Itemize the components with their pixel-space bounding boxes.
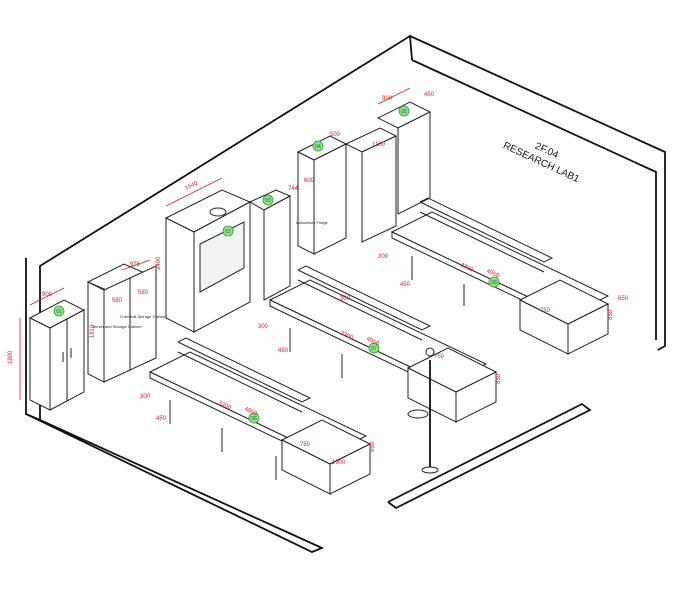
dim-sink-front-height: 850 xyxy=(370,441,376,452)
dim-bench-back-end: 450 xyxy=(400,282,411,288)
fridge-label: Laboratory Fridge xyxy=(296,220,328,225)
dim-sink-back-width: 750 xyxy=(540,308,551,314)
dim-bench-front-length: 3300 xyxy=(217,400,232,411)
shelf-units: Bench and Storage Cabinet Chemical Stora… xyxy=(86,259,168,383)
dim-sink-middle-width: 750 xyxy=(434,354,445,360)
dim-cab-left-height: 1800 xyxy=(8,350,14,364)
dim-bench-middle-depth: 300 xyxy=(258,324,269,330)
dim-shelf-b-width: 580 xyxy=(138,290,149,296)
right-tall-cabinet: 05 900 450 xyxy=(376,87,435,215)
tag-cabinet-left: 01 xyxy=(56,309,62,315)
tag-bench-front: 06 xyxy=(251,416,257,422)
dim-tall-cab-depth: 600 xyxy=(304,178,315,184)
tag-fridge: 04 xyxy=(315,144,321,150)
bench-front: 06 300 3300 4050 450 750 1900 850 xyxy=(140,337,376,495)
tag-cabinet-right: 05 xyxy=(401,109,407,115)
left-tall-cabinet: 01 900 1800 xyxy=(8,287,86,411)
dim-bench-front-end: 450 xyxy=(156,416,167,422)
dim-sink-back-height: 850 xyxy=(608,309,614,320)
dim-shelf-a-width: 580 xyxy=(112,298,123,304)
dim-cab-left-width: 900 xyxy=(42,292,53,298)
dim-sink-front-length: 1900 xyxy=(332,460,346,466)
dim-shelf-height: 1810 xyxy=(90,324,96,338)
dim-hood-width: 1540 xyxy=(184,180,199,192)
tag-bench-back: 08 xyxy=(491,280,497,286)
fume-hood: 02 1540 2400 xyxy=(156,177,252,333)
bench-legs xyxy=(169,256,465,480)
tag-fume-hood: 02 xyxy=(225,229,231,235)
room-label: 2F.04 RESEARCH LAB1 xyxy=(501,140,581,185)
dim-cab-right-depth: 450 xyxy=(424,92,435,98)
dim-bench-middle-length: 3300 xyxy=(339,330,354,341)
dim-bench-middle-total: 4050 xyxy=(365,336,380,347)
dim-bench-middle-end: 450 xyxy=(278,348,289,354)
dim-sink-front-width: 750 xyxy=(300,442,311,448)
dim-cab-right-width: 900 xyxy=(382,96,393,102)
dim-shelf-depth: 650 xyxy=(618,296,629,302)
dim-bench-front-total: 4050 xyxy=(243,406,258,417)
dim-shelf-depth: 975 xyxy=(130,262,141,268)
tag-bench-middle: 07 xyxy=(371,346,377,352)
eyewash-station xyxy=(407,347,439,474)
tag-hood-cabinet: 03 xyxy=(265,198,271,204)
dim-mid-cab-width: 1100 xyxy=(372,142,386,148)
dim-bench-back-depth: 300 xyxy=(378,254,389,260)
fridge-and-tall-cabinets: Laboratory Fridge 04 744 600 500 1100 xyxy=(288,127,398,255)
dim-sink-middle-height: 850 xyxy=(496,373,502,384)
dim-bench-back-total: 4050 xyxy=(485,268,500,279)
dim-bench-front-depth: 300 xyxy=(140,394,151,400)
dim-tall-cab-width: 744 xyxy=(288,186,299,192)
hood-side-cabinet: 03 xyxy=(248,189,292,301)
bench-middle: 07 300 3300 4050 450 750 850 300 xyxy=(258,265,502,423)
dim-hood-height: 2400 xyxy=(156,256,162,270)
shelf-unit-a-label: Bench and Storage Cabinet xyxy=(92,324,142,329)
shelf-unit-b-label: Chemical Storage Cabinet xyxy=(120,314,168,319)
dim-shelf-width: 300 xyxy=(340,296,351,302)
dim-bench-back-length: 3300 xyxy=(459,262,474,273)
bench-back: 08 300 3300 4050 450 750 850 650 xyxy=(378,197,629,355)
dim-fridge-width: 500 xyxy=(330,132,341,138)
